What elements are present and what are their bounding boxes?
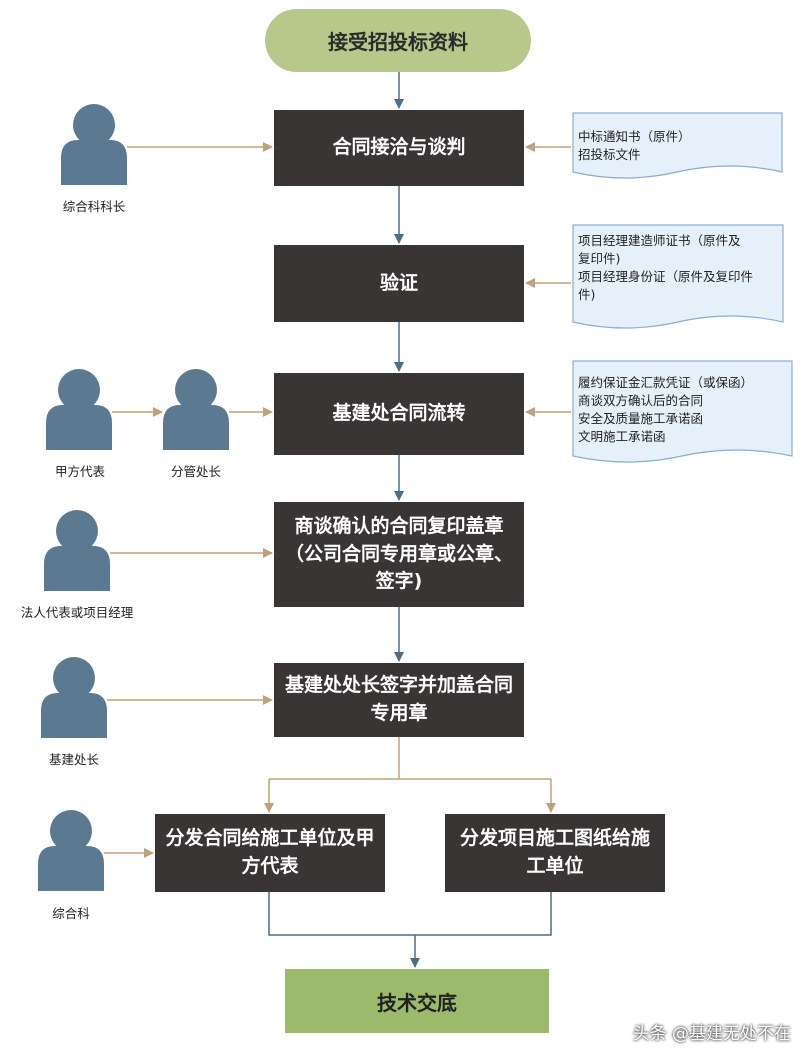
person-icon (44, 510, 110, 591)
step-contract-circulation: 基建处合同流转 (274, 373, 524, 455)
document-line: 安全及质量施工承诺函 (578, 411, 704, 427)
document-line: 商谈双方确认后的合同 (578, 393, 704, 409)
document-shape-3 (572, 360, 793, 463)
side-connectors (104, 142, 571, 858)
document-shape-2 (572, 224, 784, 329)
document-shape-1 (572, 112, 783, 179)
step-label: 合同接洽与谈判 (332, 136, 466, 159)
start-label: 接受招投标资料 (328, 30, 468, 54)
branch-distribute-drawings: 分发项目施工图纸给施工单位 (445, 814, 665, 892)
person-icon (163, 369, 229, 450)
person-icon (46, 369, 112, 450)
person-label: 基建处长 (48, 752, 99, 767)
document-line: 文明施工承诺函 (578, 429, 666, 445)
document-line: 项目经理身份证（原件及复印件 (578, 269, 754, 285)
step-verification: 验证 (274, 245, 524, 322)
document-3: 履约保证金汇款凭证（或保函） 商谈双方确认后的合同 安全及质量施工承诺函 文明施… (578, 374, 753, 447)
branch-split (264, 737, 556, 813)
branch-label: 分发项目施工图纸给施工单位 (459, 827, 650, 877)
person-label: 分管处长 (170, 464, 221, 479)
document-2: 项目经理建造师证书（原件及 复印件) 项目经理身份证（原件及复印件 件) (578, 232, 753, 305)
start-node: 接受招投标资料 (265, 9, 531, 72)
step-label: 商谈确认的合同复印盖章（公司合同专用章或公章、签字) (284, 515, 513, 593)
watermark: 头条 @基建无处不在 (632, 1024, 791, 1044)
person-icon (41, 657, 107, 738)
step-director-signature: 基建处处长签字并加盖合同专用章 (274, 663, 524, 737)
end-label: 技术交底 (377, 990, 457, 1015)
flow-connectors (268, 72, 552, 968)
person-icon (38, 810, 104, 891)
document-line: 项目经理建造师证书（原件及 (578, 233, 741, 248)
document-line: 复印件) (578, 251, 621, 267)
branch-label: 分发合同给施工单位及甲方代表 (165, 827, 375, 877)
documents (572, 112, 793, 463)
person-icon (61, 104, 127, 185)
person-icons (38, 104, 229, 891)
step-label: 基建处合同流转 (332, 402, 466, 425)
branch-distribute-contract: 分发合同给施工单位及甲方代表 (155, 814, 385, 892)
connector-branches-merge (268, 892, 552, 936)
document-line: 中标通知书（原件） (578, 129, 691, 144)
person-label: 综合科 (52, 906, 90, 921)
person-label: 综合科科长 (62, 199, 126, 214)
step-contract-stamping: 商谈确认的合同复印盖章（公司合同专用章或公章、签字) (274, 502, 524, 607)
document-line: 招投标文件 (578, 147, 641, 163)
step-label: 验证 (379, 271, 418, 294)
end-node: 技术交底 (285, 969, 549, 1033)
document-line: 履约保证金汇款凭证（或保函） (578, 375, 754, 390)
document-line: 件) (578, 287, 596, 303)
step-label: 基建处处长签字并加盖合同专用章 (284, 674, 513, 724)
document-1: 中标通知书（原件） 招投标文件 (578, 128, 691, 164)
person-label: 甲方代表 (54, 464, 105, 479)
person-label: 法人代表或项目经理 (20, 605, 134, 620)
step-contract-negotiation: 合同接洽与谈判 (274, 110, 524, 186)
